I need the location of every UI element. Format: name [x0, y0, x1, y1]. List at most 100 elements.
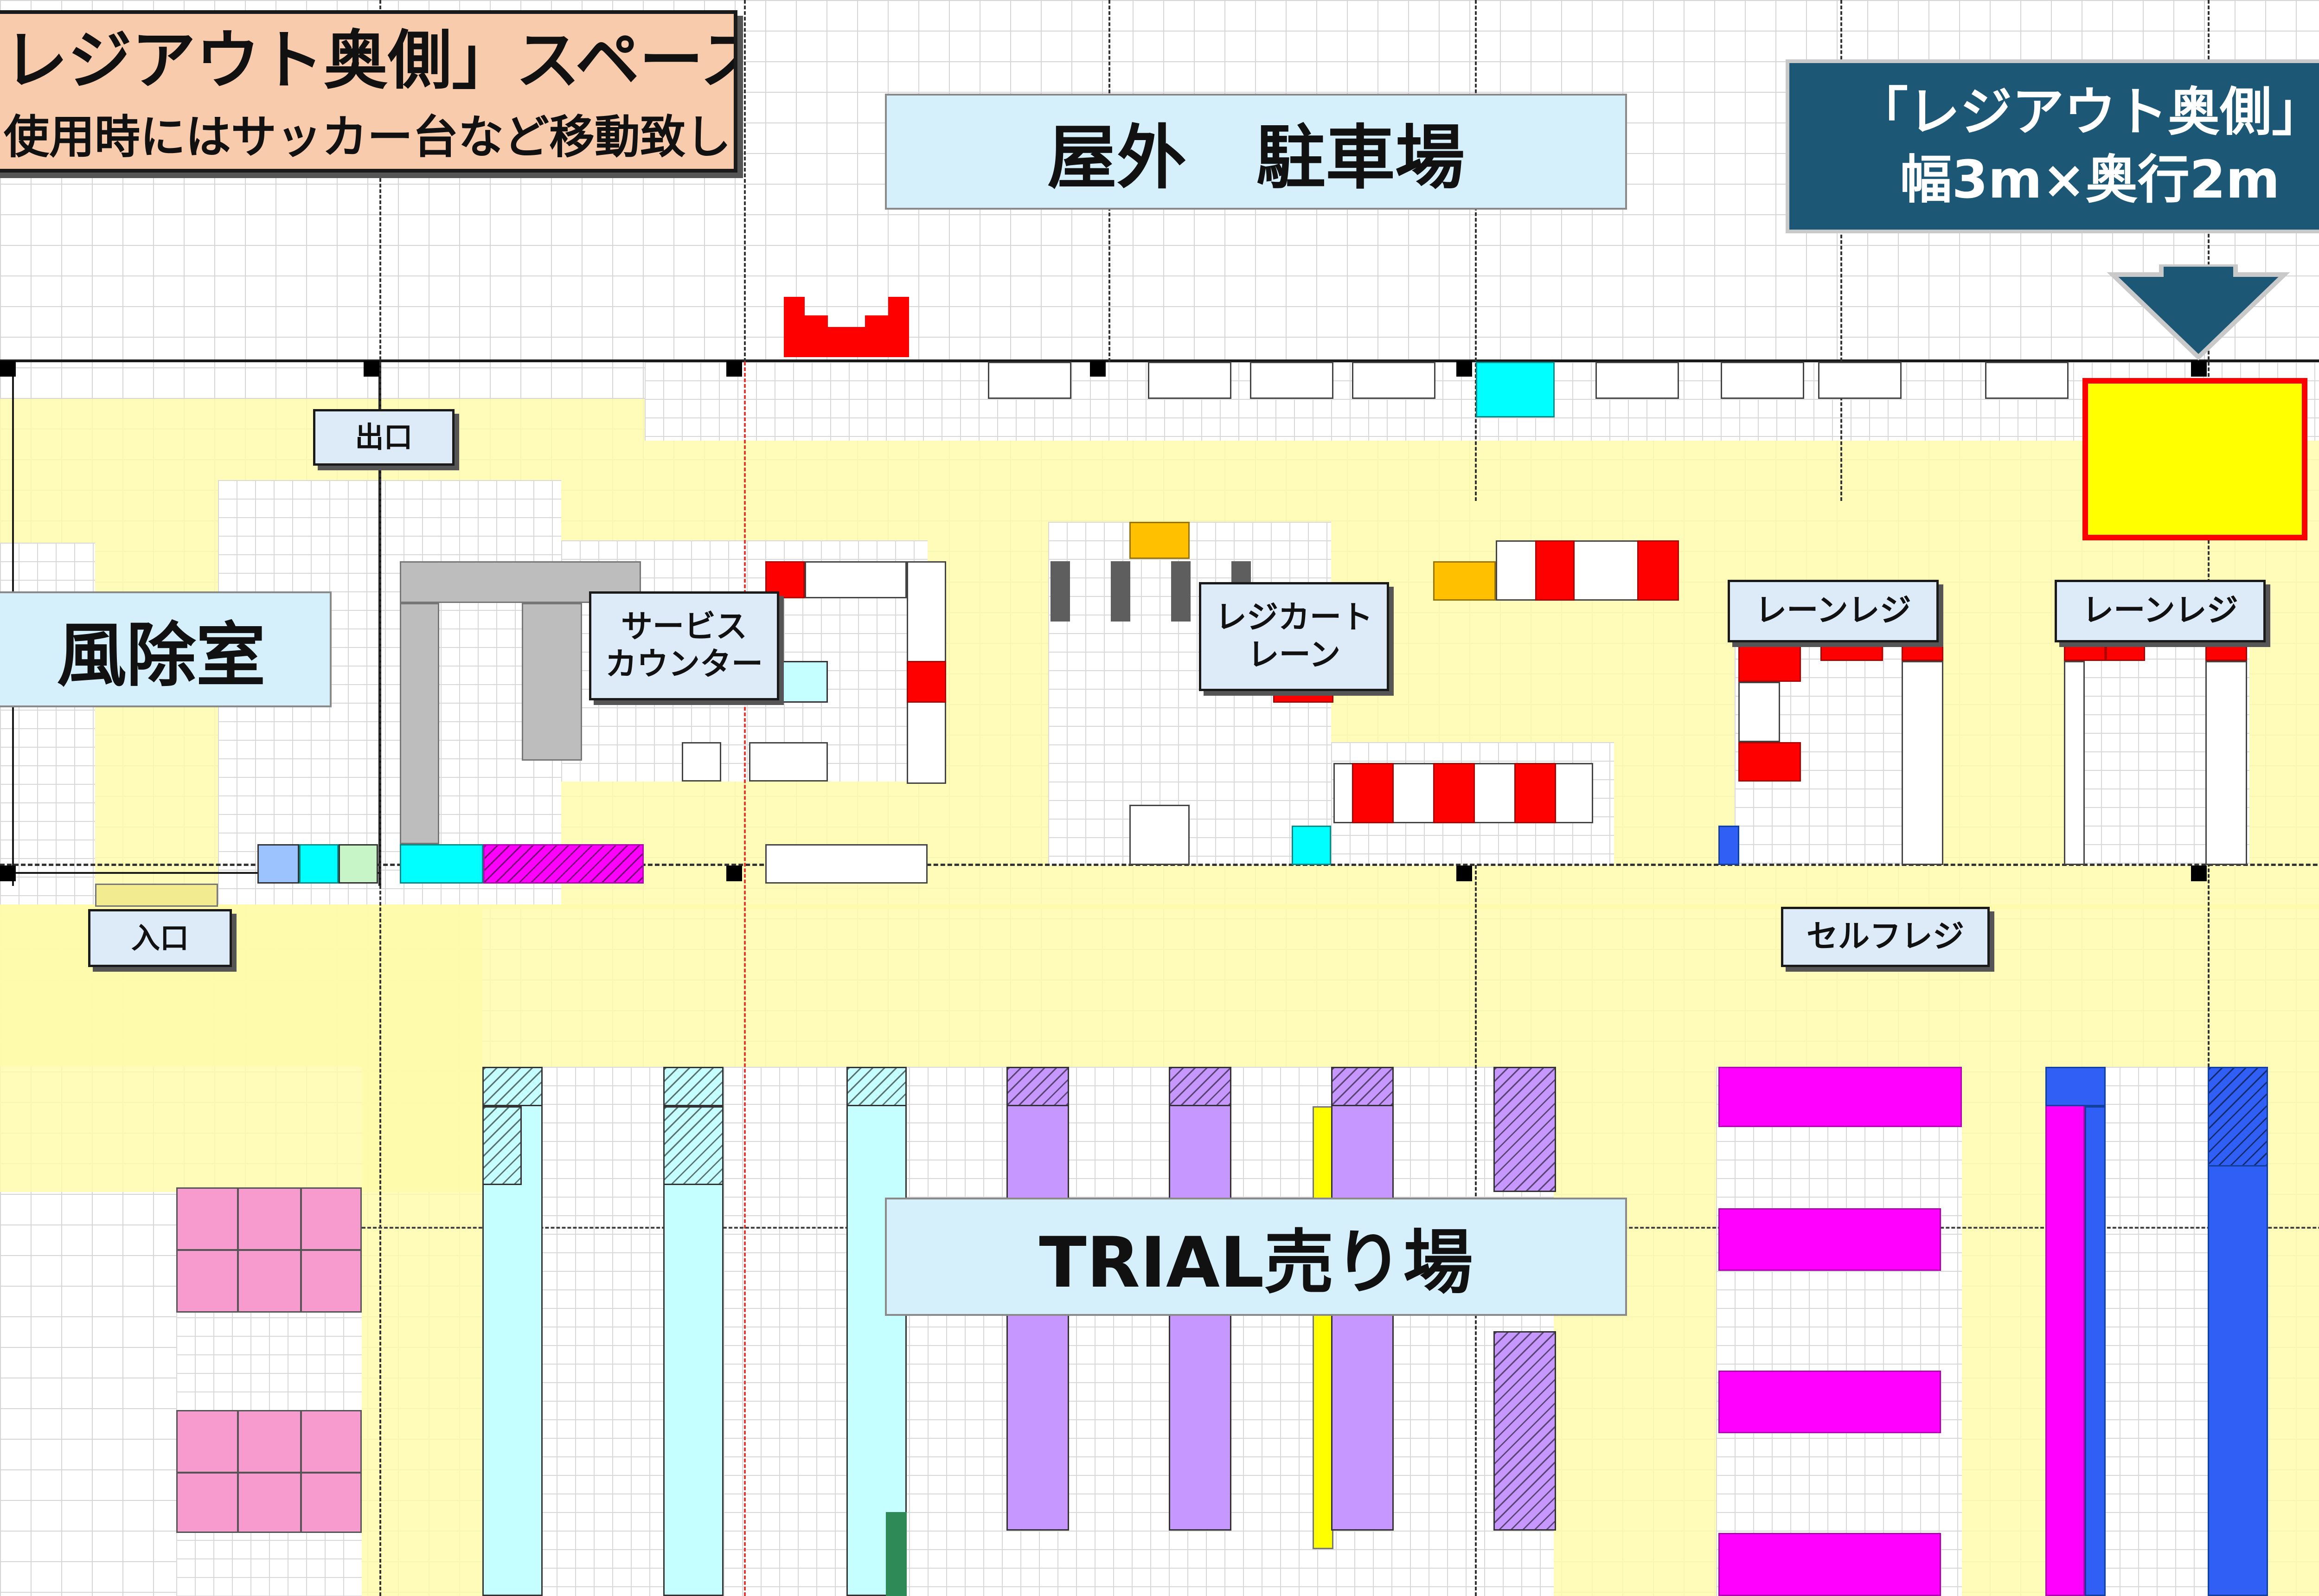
service-counter-text: サービス カウンター	[605, 609, 763, 683]
exit-text: 出口	[355, 420, 413, 455]
wall-fixture	[1148, 362, 1231, 399]
outdoor-parking-label: 屋外 駐車場	[1047, 117, 1465, 199]
grid-line-v8	[1840, 0, 1842, 501]
gondola-green-end	[886, 1512, 907, 1596]
cart-fixture	[1433, 561, 1496, 601]
service-fixture	[749, 742, 828, 782]
lane-register-fixture	[1820, 640, 1883, 661]
note-line-1: レジアウト奥側」スペース	[4, 23, 737, 98]
pink-display	[176, 1410, 362, 1533]
gondola-magenta-vertical	[2045, 1067, 2085, 1596]
note-box: レジアウト奥側」スペース 使用時にはサッカー台など移動致します	[0, 10, 737, 173]
gondola-purple	[1493, 1331, 1556, 1531]
vestibule-fixture	[339, 844, 378, 884]
floor-zone-sales-mid	[1554, 1067, 1716, 1596]
lane-register-fixture	[1738, 742, 1801, 782]
gondola-cyan-end	[482, 1067, 543, 1106]
gondola-cyan	[846, 1067, 907, 1596]
service-fixture-red	[907, 661, 946, 703]
self-register-text: セルフレジ	[1806, 918, 1964, 955]
pillar	[1456, 361, 1472, 377]
vestibule-fixture	[299, 844, 339, 884]
cart-fixture-red	[1535, 540, 1575, 601]
down-arrow-icon	[2107, 264, 2290, 360]
vestibule-inner-wall	[0, 872, 380, 874]
service-counter-label: サービス カウンター	[589, 591, 779, 700]
cart-fixture	[1129, 805, 1190, 865]
callout-box: 「レジアウト奥側」 幅3m×奥行2m	[1786, 59, 2319, 233]
pillar	[1090, 361, 1106, 377]
outer-wall	[0, 359, 2319, 362]
lane-register-fixture	[1902, 640, 1943, 661]
gondola-magenta	[1718, 1371, 1941, 1433]
cart-fixture-red	[1637, 540, 1679, 601]
lane-register-fixture	[1738, 640, 1801, 682]
lane-register-label-2: レーンレジ	[2055, 580, 2266, 642]
wall-fixture	[988, 362, 1071, 399]
pillar	[364, 361, 379, 377]
cart-fixture-cyan	[1292, 826, 1331, 865]
note-line-2: 使用時にはサッカー台など移動致します	[4, 111, 734, 164]
wall-fixture	[1818, 362, 1902, 399]
cart-fixture-red	[1433, 763, 1475, 823]
pillar	[2191, 865, 2207, 881]
pillar	[726, 361, 742, 377]
cart-fixture	[1129, 522, 1190, 559]
exit-label: 出口	[313, 409, 455, 466]
lane-register-fixture	[1738, 682, 1780, 742]
floor-zone-sales-left	[362, 1067, 482, 1596]
gondola-blue	[2045, 1067, 2106, 1106]
cart-lane-text: レジカート レーン	[1215, 599, 1373, 673]
pillar	[0, 361, 16, 377]
vestibule-label: 風除室	[57, 615, 266, 696]
service-fixture	[682, 742, 721, 782]
grid-line-v4	[1475, 0, 1477, 501]
grid-line-v1	[379, 0, 381, 1596]
cart-lane-post	[1051, 561, 1070, 622]
wall-fixture	[1721, 362, 1804, 399]
vestibule-fixture	[257, 844, 299, 884]
cart-fixture-red	[1352, 763, 1394, 823]
white-area-sales-2	[1716, 1067, 1962, 1596]
gondola-magenta	[1718, 1533, 1941, 1596]
gondola-magenta	[1718, 1067, 1962, 1127]
service-fixture	[765, 844, 928, 884]
wall-fixture	[1595, 362, 1679, 399]
lane-register-text-1: レーンレジ	[1755, 592, 1911, 629]
lane-register-fixture	[2205, 640, 2247, 661]
pillar	[726, 865, 742, 881]
callout-text: 「レジアウト奥側」 幅3m×奥行2m	[1856, 82, 2319, 210]
gondola-blue-end	[2208, 1067, 2268, 1167]
vestibule-title: 風除室	[0, 591, 332, 707]
gondola-cyan-end	[663, 1106, 724, 1185]
outdoor-red-fixture	[784, 297, 909, 357]
gondola-purple-end	[1006, 1067, 1069, 1106]
lane-register-fixture	[1902, 661, 1943, 865]
gondola-magenta	[1718, 1208, 1941, 1271]
entrance-text: 入口	[131, 921, 189, 955]
floor-zone-sales-right	[1962, 1067, 2045, 1596]
counter-shelf	[400, 603, 439, 844]
grid-line-v3	[744, 0, 746, 362]
gondola-yellow	[1313, 1106, 1333, 1549]
cart-lane-label: レジカート レーン	[1199, 582, 1389, 691]
floor-zone-sales-far-right	[2268, 1067, 2319, 1596]
counter-fixture-magenta	[483, 844, 644, 884]
wall-fixture	[1352, 362, 1435, 399]
counter-fixture-cyan	[400, 844, 483, 884]
wall-fixture	[1250, 362, 1333, 399]
lane-register-fixture	[2064, 661, 2085, 865]
pillar	[1456, 865, 1472, 881]
sales-floor-title: TRIAL売り場	[885, 1198, 1627, 1316]
gondola-cyan-end	[846, 1067, 907, 1106]
pillar	[2191, 361, 2207, 377]
lane-register-fixture-blue	[1718, 826, 1739, 865]
gondola-blue	[2085, 1106, 2106, 1596]
lane-register-text-2: レーンレジ	[2082, 592, 2238, 629]
pink-display	[176, 1187, 362, 1313]
service-fixture-red	[765, 561, 805, 598]
gondola-purple-end	[1331, 1067, 1394, 1106]
sales-floor-label: TRIAL売り場	[1039, 1223, 1473, 1303]
gondola-purple	[1493, 1067, 1556, 1192]
